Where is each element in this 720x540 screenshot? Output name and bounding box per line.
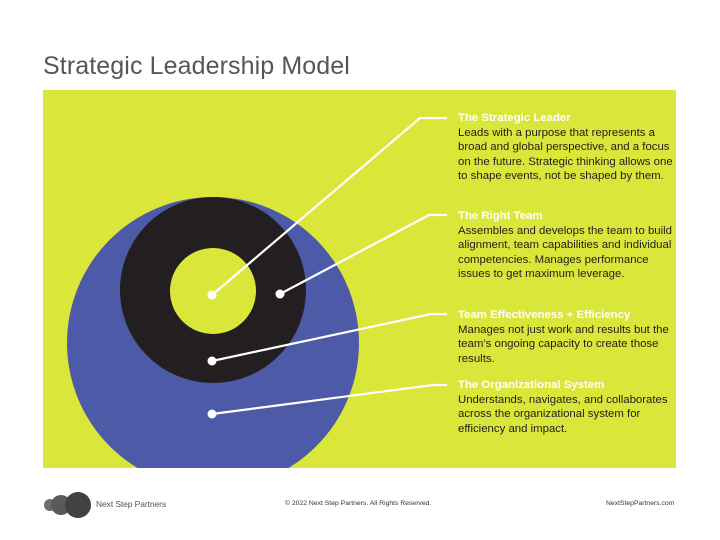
entry-body: Manages not just work and results but th…	[458, 323, 669, 365]
leader-line-right-team	[279, 213, 447, 295]
anchor-dot-team-effectiveness	[207, 356, 217, 366]
website-link[interactable]: NextStepPartners.com	[606, 500, 675, 507]
page-title: Strategic Leadership Model	[43, 52, 350, 80]
anchor-dot-strategic-leader	[207, 290, 217, 300]
entry-team-effectiveness: Team Effectiveness + Efficiency Manages …	[458, 308, 673, 366]
diagram-panel: The Strategic Leader Leads with a purpos…	[43, 90, 676, 468]
concentric-circles-diagram	[67, 116, 447, 468]
entry-heading: Team Effectiveness + Efficiency	[458, 309, 631, 321]
anchor-dot-organizational-system	[207, 409, 217, 419]
entry-strategic-leader: The Strategic Leader Leads with a purpos…	[458, 111, 673, 184]
footer: Next Step Partners © 2022 Next Step Part…	[0, 486, 720, 526]
entry-body: Leads with a purpose that represents a b…	[458, 126, 673, 183]
entry-heading: The Strategic Leader	[458, 112, 571, 124]
entry-heading: The Organizational System	[458, 379, 605, 391]
entry-body: Assembles and develops the team to build…	[458, 224, 673, 281]
leader-line-strategic-leader	[211, 116, 447, 296]
entry-organizational-system: The Organizational System Understands, n…	[458, 378, 673, 436]
entry-heading: The Right Team	[458, 210, 543, 222]
entry-right-team: The Right Team Assembles and develops th…	[458, 209, 673, 282]
leader-line-team-effectiveness	[211, 312, 447, 363]
anchor-dot-right-team	[275, 289, 285, 299]
three-overlapping-circles-icon	[44, 492, 91, 518]
copyright-notice: © 2022 Next Step Partners. All Rights Re…	[285, 500, 432, 507]
leader-line-organizational-system	[211, 383, 447, 416]
brand-name: Next Step Partners	[96, 499, 167, 509]
entry-body: Understands, navigates, and collaborates…	[458, 393, 668, 435]
